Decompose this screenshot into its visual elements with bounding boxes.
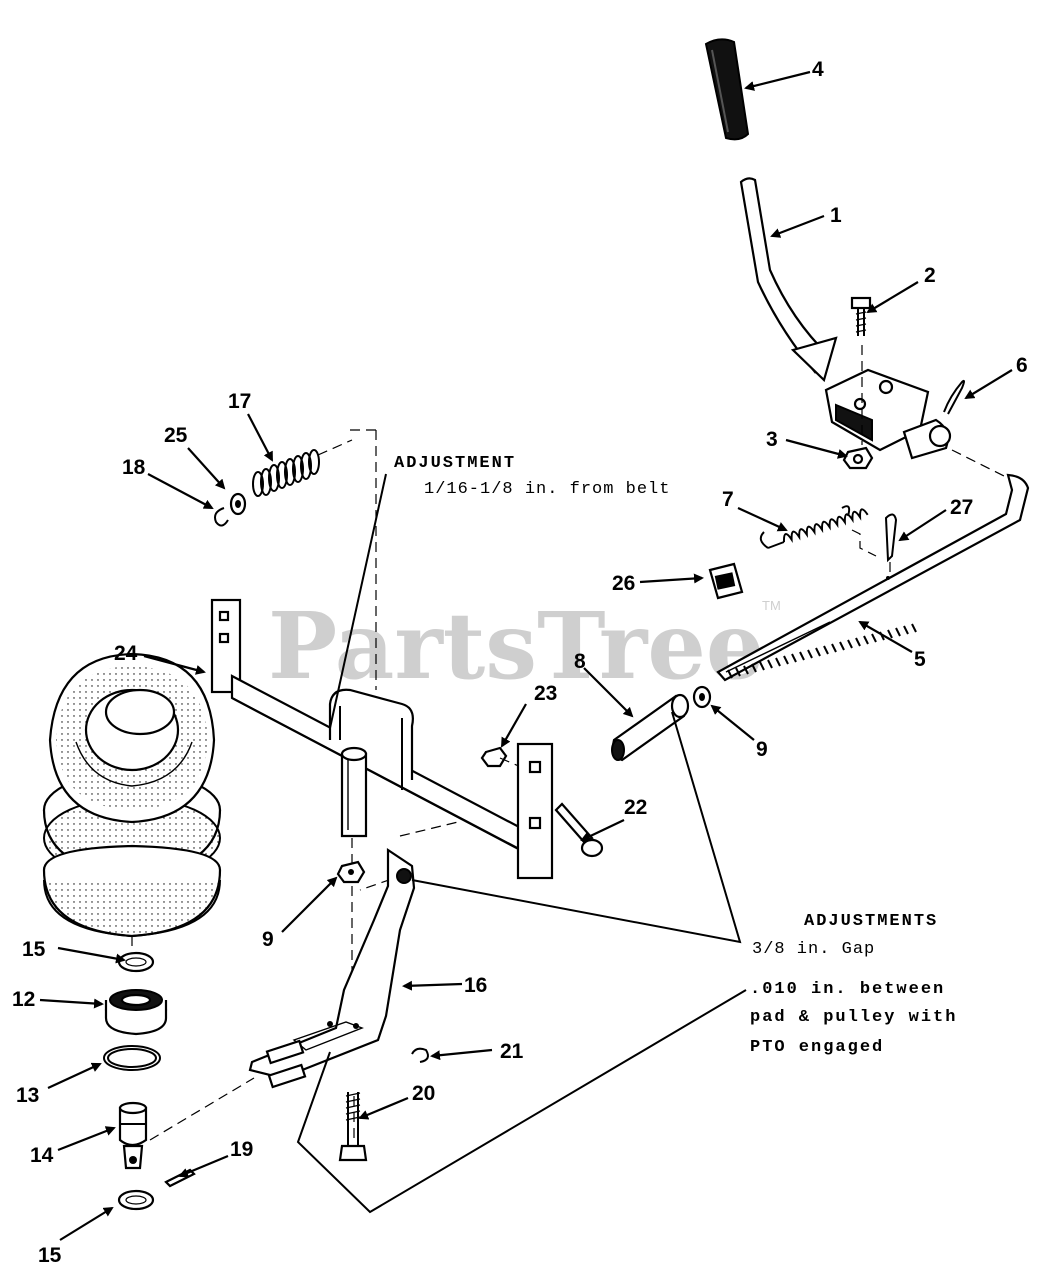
- callout-9-upper: 9: [756, 738, 768, 761]
- callout-9-lower: 9: [262, 928, 274, 951]
- pad-note-line-1: .010 in. between: [750, 980, 945, 999]
- part-1-lever: [739, 177, 838, 383]
- part-27-cotter-pin: [884, 513, 898, 563]
- callout-18: 18: [122, 456, 146, 479]
- part-21-eclip: [411, 1047, 429, 1063]
- callout-13: 13: [16, 1084, 39, 1107]
- callout-12: 12: [12, 988, 35, 1011]
- callout-6: 6: [1016, 354, 1028, 377]
- watermark-tm: TM: [762, 598, 781, 613]
- callout-21: 21: [500, 1040, 524, 1063]
- callout-8: 8: [574, 650, 586, 673]
- callout-25: 25: [164, 424, 188, 447]
- part-3-nut: [842, 446, 874, 470]
- part-15-snap-ring-lower: [117, 1189, 155, 1211]
- part-9-nut-lower: [336, 860, 366, 884]
- part-14-spindle: [118, 1101, 148, 1170]
- part-6-cotter-pin: [943, 379, 965, 415]
- part-26-clip: [708, 562, 744, 600]
- callout-17: 17: [228, 390, 251, 413]
- part-17-spring: [252, 449, 320, 497]
- pad-note-line-2: pad & pulley with: [750, 1008, 957, 1027]
- pad-note-line-3: PTO engaged: [750, 1038, 884, 1057]
- pulley: [42, 652, 222, 938]
- watermark-text: PartsTree: [268, 592, 764, 700]
- part-16-brake-arm: [248, 847, 416, 1089]
- part-2-bolt: [850, 296, 872, 336]
- callout-5: 5: [914, 648, 926, 671]
- pad-leader: [296, 989, 747, 1214]
- part-22-bolt: [554, 802, 604, 858]
- callout-14: 14: [30, 1144, 54, 1167]
- callout-1: 1: [830, 204, 842, 227]
- callout-4: 4: [812, 58, 824, 81]
- callout-15-lower: 15: [38, 1244, 62, 1267]
- part-15-snap-ring-upper: [117, 951, 155, 973]
- part-8-spacer: [611, 693, 690, 762]
- callout-3: 3: [766, 428, 778, 451]
- callout-24: 24: [114, 642, 138, 665]
- callout-27: 27: [950, 496, 973, 519]
- callout-16: 16: [464, 974, 487, 997]
- part-12-bearing: [104, 989, 168, 1036]
- u-bolt: [328, 688, 414, 790]
- part-9-nut-upper: [692, 685, 712, 709]
- part-4-handle-grip: [704, 38, 750, 141]
- adjustment-detail: 1/16-1/8 in. from belt: [424, 480, 670, 499]
- adjustments-heading: ADJUSTMENTS: [804, 912, 938, 931]
- callout-15-upper: 15: [22, 938, 46, 961]
- callout-22: 22: [624, 796, 647, 819]
- callout-20: 20: [412, 1082, 435, 1105]
- callout-arrows: [39, 70, 1013, 1241]
- pivot-bracket: [824, 368, 952, 460]
- part-24-bracket: [210, 598, 554, 880]
- part-5-shift-rod: [716, 473, 1030, 682]
- part-7-extension-spring: [759, 505, 869, 549]
- adjustment-leader: [329, 473, 387, 729]
- callout-23: 23: [534, 682, 557, 705]
- part-13-retaining-ring: [103, 1045, 161, 1071]
- part-25-washer: [229, 492, 247, 516]
- spacer-post: [340, 746, 368, 838]
- callout-7: 7: [722, 488, 734, 511]
- part-18-eclip: [214, 507, 229, 527]
- part-20-bolt: [338, 1092, 368, 1162]
- gap-note: 3/8 in. Gap: [752, 940, 875, 959]
- callout-26: 26: [612, 572, 635, 595]
- part-23-nut: [480, 746, 508, 768]
- gap-leader: [411, 711, 742, 944]
- callout-19: 19: [230, 1138, 253, 1161]
- callout-2: 2: [924, 264, 936, 287]
- adjustment-heading: ADJUSTMENT: [394, 454, 516, 473]
